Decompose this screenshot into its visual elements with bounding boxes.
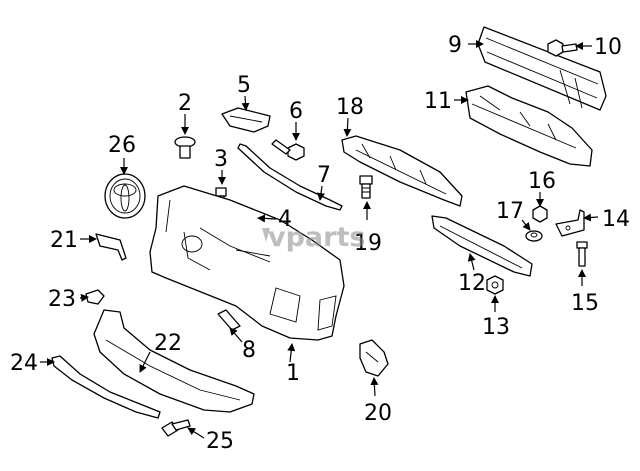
part-17-clip — [525, 230, 543, 242]
part-16-bolt — [532, 205, 548, 223]
part-13-nut — [486, 275, 504, 295]
callout-19: 19 — [354, 231, 382, 256]
callout-17: 17 — [496, 199, 524, 224]
part-8-pad — [217, 309, 241, 331]
part-7-strip — [237, 143, 343, 211]
part-1-bumper-cover — [149, 185, 345, 341]
callout-4: 4 — [278, 207, 292, 232]
part-14-bracket — [555, 209, 585, 237]
watermark: vparts — [262, 222, 365, 253]
callout-23: 23 — [48, 287, 76, 312]
callout-5: 5 — [237, 73, 251, 98]
part-25-bolt — [161, 419, 191, 437]
watermark-text: vparts — [268, 222, 365, 253]
part-26-emblem — [104, 173, 146, 219]
callout-2: 2 — [178, 91, 192, 116]
callout-11: 11 — [424, 89, 452, 114]
callout-22: 22 — [154, 331, 182, 356]
callout-25: 25 — [206, 429, 234, 454]
callout-labels: 1 2 3 4 5 6 7 8 9 10 11 12 13 14 15 16 1… — [10, 33, 630, 454]
part-12-lower-bar — [431, 215, 533, 277]
part-15-bolt — [576, 241, 588, 267]
part-23-clip — [85, 289, 105, 305]
callout-6: 6 — [289, 99, 303, 124]
part-10-bolt — [547, 39, 578, 57]
callout-1: 1 — [286, 361, 300, 386]
callout-21: 21 — [50, 228, 78, 253]
callout-3: 3 — [214, 147, 228, 172]
callout-26: 26 — [108, 133, 136, 158]
callout-9: 9 — [448, 33, 462, 58]
callout-7: 7 — [317, 163, 331, 188]
callout-16: 16 — [528, 169, 556, 194]
part-24-strip — [51, 355, 161, 419]
callout-8: 8 — [242, 338, 256, 363]
part-2-clip — [174, 136, 196, 159]
leader-lines — [40, 40, 599, 439]
callout-14: 14 — [602, 207, 630, 232]
part-21-bracket — [95, 233, 127, 261]
part-6-bolt — [271, 139, 305, 161]
callout-20: 20 — [364, 401, 392, 426]
part-19-bolt — [359, 175, 373, 199]
callout-18: 18 — [336, 95, 364, 120]
watermark-logo-icon — [262, 228, 270, 242]
callout-24: 24 — [10, 351, 38, 376]
part-20-lamp-bracket — [359, 339, 389, 377]
part-11-absorber — [465, 85, 593, 167]
part-22-spoiler — [93, 309, 255, 413]
callout-13: 13 — [482, 315, 510, 340]
part-18-bracket — [341, 135, 463, 207]
callout-15: 15 — [571, 291, 599, 316]
part-5-bracket — [221, 107, 271, 133]
callout-10: 10 — [594, 35, 622, 60]
callout-12: 12 — [458, 271, 486, 296]
